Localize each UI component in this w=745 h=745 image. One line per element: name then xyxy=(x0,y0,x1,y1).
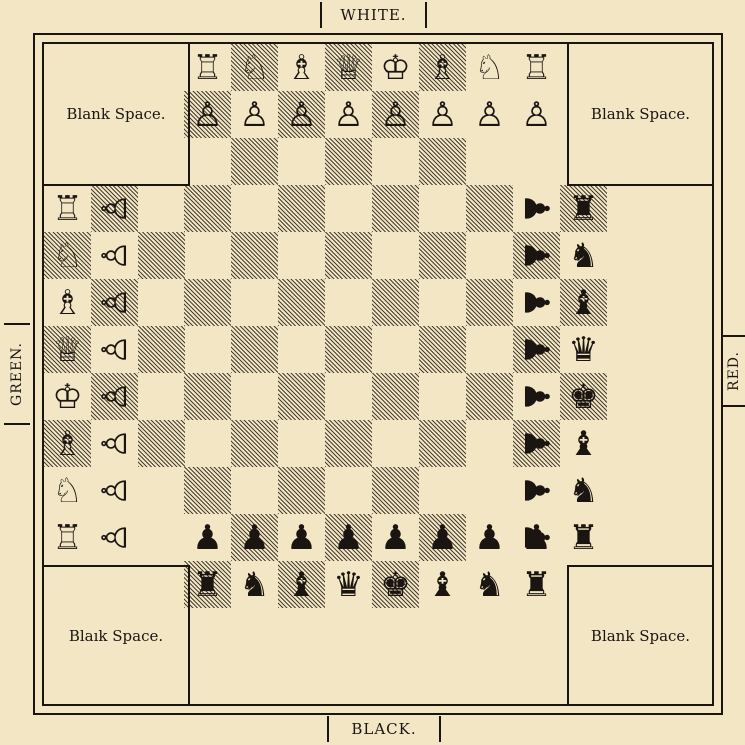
side-label-red-text: RED. xyxy=(726,351,742,391)
blank-space-top-right: Blank Space. xyxy=(567,44,712,186)
blank-space-label: Blaık Space. xyxy=(69,627,163,645)
blank-space-top-left: Blank Space. xyxy=(44,44,190,186)
blank-space-label: Blank Space. xyxy=(591,105,690,123)
side-label-black: BLACK. xyxy=(327,716,441,742)
blank-space-label: Blank Space. xyxy=(66,105,165,123)
side-label-green: GREEN. xyxy=(4,323,30,425)
blank-space-bottom-left: Blaık Space. xyxy=(44,565,190,704)
blank-space-bottom-right: Blank Space. xyxy=(567,565,712,704)
side-label-red: RED. xyxy=(723,335,745,407)
side-label-green-text: GREEN. xyxy=(4,342,30,406)
blank-space-label: Blank Space. xyxy=(591,627,690,645)
side-label-white: WHITE. xyxy=(320,2,427,28)
